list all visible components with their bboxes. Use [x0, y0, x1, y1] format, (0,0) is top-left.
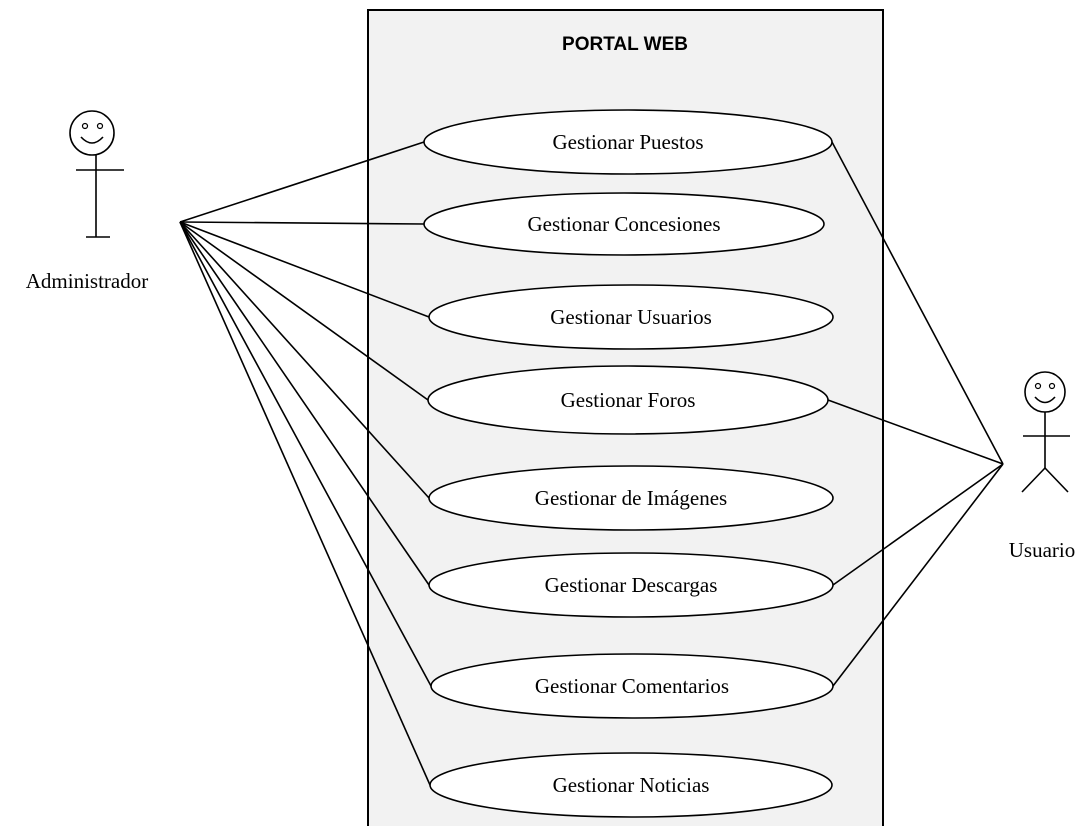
use-case-ellipse: [430, 653, 834, 719]
association-admin-puestos: [179, 141, 425, 223]
use-case-foros[interactable]: Gestionar Foros: [427, 365, 829, 435]
use-case-ellipse: [427, 365, 829, 435]
stick-figure-smiley-icon: [1021, 371, 1070, 493]
use-case-label: Gestionar Puestos: [552, 130, 703, 154]
use-case-label: Gestionar Descargas: [545, 573, 718, 597]
system-title: PORTAL WEB: [562, 34, 688, 55]
association-lines: [179, 141, 1004, 786]
association-user-puestos: [831, 141, 1004, 465]
use-case-label: Gestionar Foros: [561, 388, 696, 412]
use-case-ellipse: [423, 109, 833, 175]
use-case-label: Gestionar Noticias: [553, 773, 710, 797]
use-case-imagenes[interactable]: Gestionar de Imágenes: [428, 465, 834, 531]
actor-label-administrador: Administrador: [26, 269, 148, 293]
use-case-ellipse: [429, 752, 833, 818]
use-case-label: Gestionar Concesiones: [527, 212, 720, 236]
association-user-foros: [827, 399, 1004, 465]
use-case-concesiones[interactable]: Gestionar Concesiones: [423, 192, 825, 256]
association-user-comentarios: [832, 463, 1004, 687]
use-case-ellipse: [428, 465, 834, 531]
use-case-puestos[interactable]: Gestionar Puestos: [423, 109, 833, 175]
use-case-ellipse: [428, 284, 834, 350]
association-admin-imagenes: [179, 221, 430, 499]
use-case-label: Gestionar Usuarios: [550, 305, 712, 329]
association-user-descargas: [832, 463, 1004, 586]
association-admin-foros: [179, 221, 429, 401]
use-case-usuarios[interactable]: Gestionar Usuarios: [428, 284, 834, 350]
actor-label-usuario: Usuario: [1009, 538, 1076, 562]
use-case-ellipse: [423, 192, 825, 256]
use-case-comentarios[interactable]: Gestionar Comentarios: [430, 653, 834, 719]
stick-figure-smiley-icon: [69, 110, 124, 238]
use-case-descargas[interactable]: Gestionar Descargas: [428, 552, 834, 618]
use-case-noticias[interactable]: Gestionar Noticias: [429, 752, 833, 818]
association-admin-comentarios: [179, 221, 432, 687]
association-admin-usuarios: [179, 221, 430, 318]
association-admin-descargas: [179, 221, 430, 586]
use-case-ellipse: [428, 552, 834, 618]
association-admin-noticias: [179, 221, 431, 786]
actor-administrador[interactable]: Administrador: [26, 110, 148, 293]
use-case-label: Gestionar de Imágenes: [535, 486, 727, 510]
actor-usuario[interactable]: Usuario: [1009, 371, 1076, 562]
association-admin-concesiones: [179, 221, 425, 225]
use-case-label: Gestionar Comentarios: [535, 674, 729, 698]
